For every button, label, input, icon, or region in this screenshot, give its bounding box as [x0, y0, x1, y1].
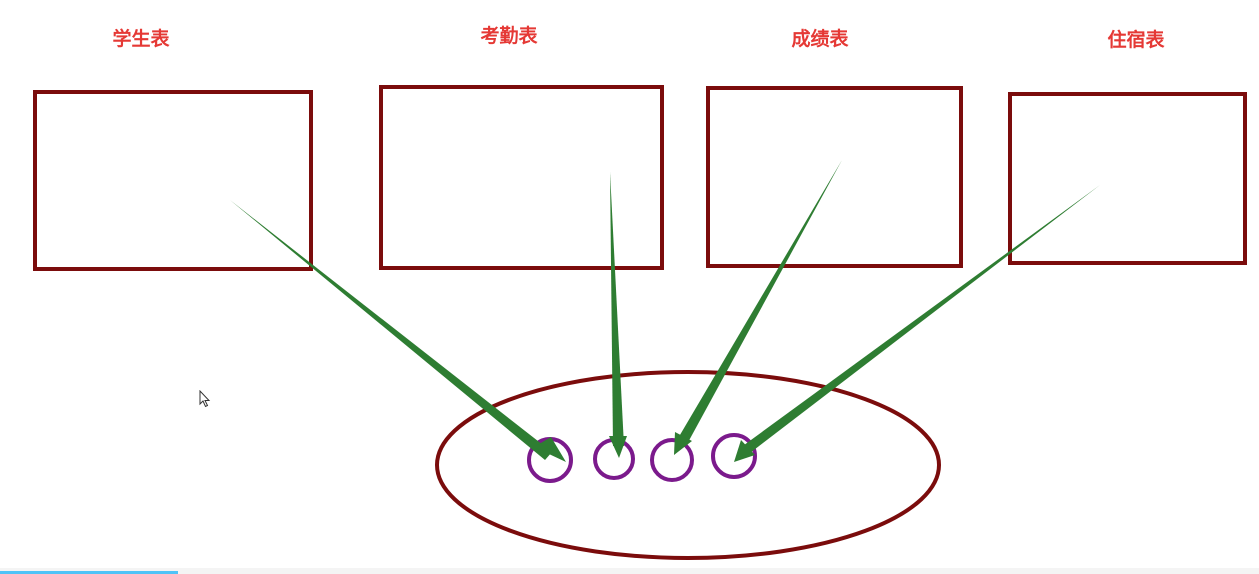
table-box-grades: [706, 86, 963, 268]
progress-bar: [0, 571, 178, 574]
table-label-student: 学生表: [112, 28, 170, 50]
table-label-dormitory: 住宿表: [1107, 29, 1165, 51]
table-label-grades: 成绩表: [791, 28, 849, 50]
table-box-student: [33, 90, 313, 271]
arrow-grades-to-key: [674, 160, 842, 455]
key-circle-3: [650, 438, 694, 482]
central-ellipse: [435, 370, 941, 560]
table-label-attendance: 考勤表: [480, 25, 538, 47]
arrow-dormitory-to-key: [734, 185, 1100, 462]
table-box-attendance: [379, 85, 664, 270]
arrow-attendance-to-key: [609, 172, 627, 458]
arrow-student-to-key: [230, 200, 566, 462]
mouse-pointer-icon: [199, 389, 211, 412]
table-box-dormitory: [1008, 92, 1247, 265]
bottom-strip: [0, 568, 1259, 574]
key-circle-4: [711, 433, 757, 479]
